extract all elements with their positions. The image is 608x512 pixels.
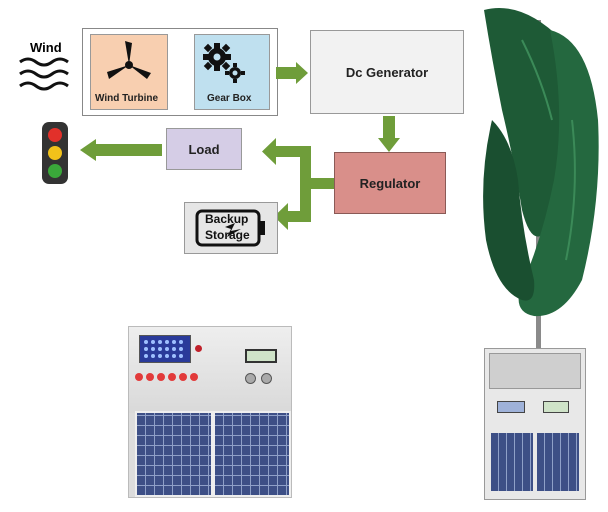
load-box: Load	[166, 128, 242, 170]
regulator-box: Regulator	[334, 152, 446, 214]
wind-turbine-label: Wind Turbine	[95, 93, 159, 104]
solar-panel	[213, 411, 291, 497]
arrow-to-regulator	[378, 116, 400, 152]
dc-generator-box: Dc Generator	[310, 30, 464, 114]
turbine-base-cabinet	[484, 348, 586, 500]
helical-blades	[483, 8, 599, 350]
solar-panel	[491, 433, 533, 491]
knob	[261, 373, 272, 384]
knob	[245, 373, 256, 384]
traffic-light-icon	[42, 122, 68, 184]
solar-panel	[135, 411, 213, 497]
wind-turbine-box: Wind Turbine	[90, 34, 168, 110]
backup-label: Backup	[205, 212, 249, 226]
wind-turbine-icon	[107, 41, 151, 79]
cabinet-display	[497, 401, 525, 413]
red-lights-row	[135, 373, 198, 381]
storage-label: Storage	[205, 228, 250, 242]
wind-label: Wind	[30, 40, 62, 55]
arrow-to-generator	[276, 62, 308, 84]
led-matrix	[139, 335, 191, 363]
red-indicator	[195, 345, 202, 352]
dc-generator-label: Dc Generator	[345, 64, 429, 80]
cabinet-display	[543, 401, 569, 413]
turbine-prototype-photo	[462, 0, 608, 512]
gears-icon	[203, 43, 245, 83]
arrow-to-traffic-light	[80, 139, 162, 161]
solar-panel	[537, 433, 579, 491]
wind-icon	[19, 57, 69, 91]
battery-icon	[195, 209, 265, 247]
lcd-display	[245, 349, 277, 363]
gear-box-box: Gear Box	[194, 34, 270, 110]
control-panel-photo	[128, 326, 292, 498]
gear-box-label: Gear Box	[207, 93, 252, 104]
load-label: Load	[188, 141, 220, 157]
regulator-label: Regulator	[359, 175, 421, 191]
arrow-split	[262, 138, 334, 230]
backup-storage-box: Backup Storage	[184, 202, 278, 254]
